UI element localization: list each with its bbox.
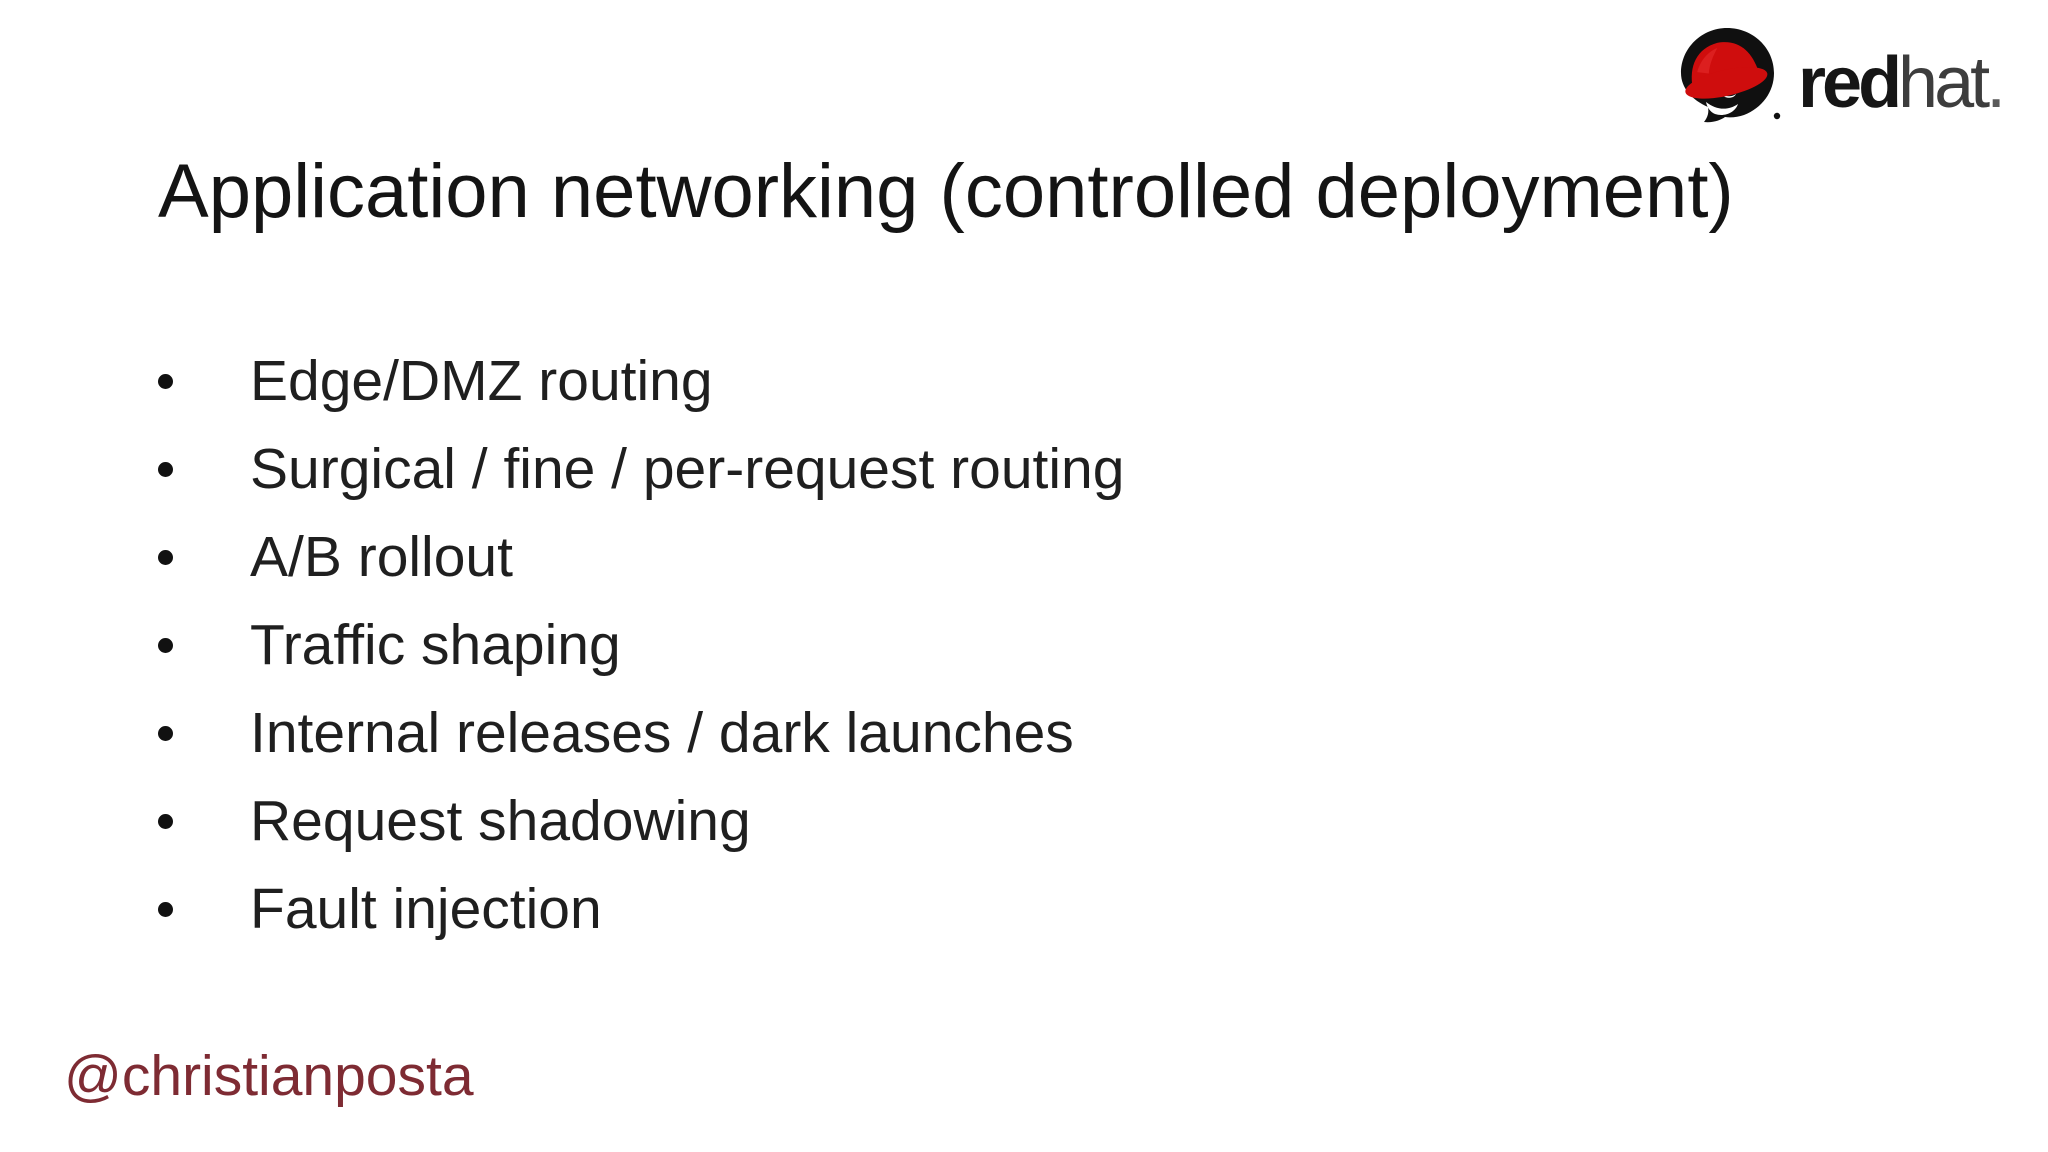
bullet-dot-icon [158,637,173,653]
bullet-dot-icon [158,901,173,917]
wordmark-hat: hat [1898,43,1990,123]
bullet-item: Edge/DMZ routing [158,337,1124,425]
bullet-item: Surgical / fine / per-request routing [158,425,1124,513]
bullet-item: Internal releases / dark launches [158,689,1124,777]
bullet-dot-icon [158,813,173,829]
redhat-fedora-icon [1681,28,1781,123]
bullet-text: Traffic shaping [250,613,621,677]
redhat-logo: redhat. [1678,26,2028,136]
wordmark-period: . [1986,43,2006,123]
bullet-item: Request shadowing [158,777,1124,865]
redhat-wordmark: redhat. [1798,47,2006,119]
slide-title: Application networking (controlled deplo… [158,149,1734,234]
bullet-text: A/B rollout [250,525,513,589]
bullet-text: Request shadowing [250,789,751,853]
bullet-item: A/B rollout [158,513,1124,601]
bullet-list: Edge/DMZ routing Surgical / fine / per-r… [158,337,1124,953]
wordmark-red: red [1798,43,1902,123]
bullet-text: Internal releases / dark launches [250,701,1074,765]
bullet-item: Fault injection [158,865,1124,953]
bullet-dot-icon [158,725,173,741]
twitter-handle: @christianposta [64,1044,474,1108]
bullet-text: Surgical / fine / per-request routing [250,437,1125,501]
bullet-item: Traffic shaping [158,601,1124,689]
bullet-text: Edge/DMZ routing [250,349,713,413]
bullet-dot-icon [158,461,173,477]
bullet-dot-icon [158,373,173,389]
bullet-dot-icon [158,549,173,565]
bullet-text: Fault injection [250,877,602,941]
